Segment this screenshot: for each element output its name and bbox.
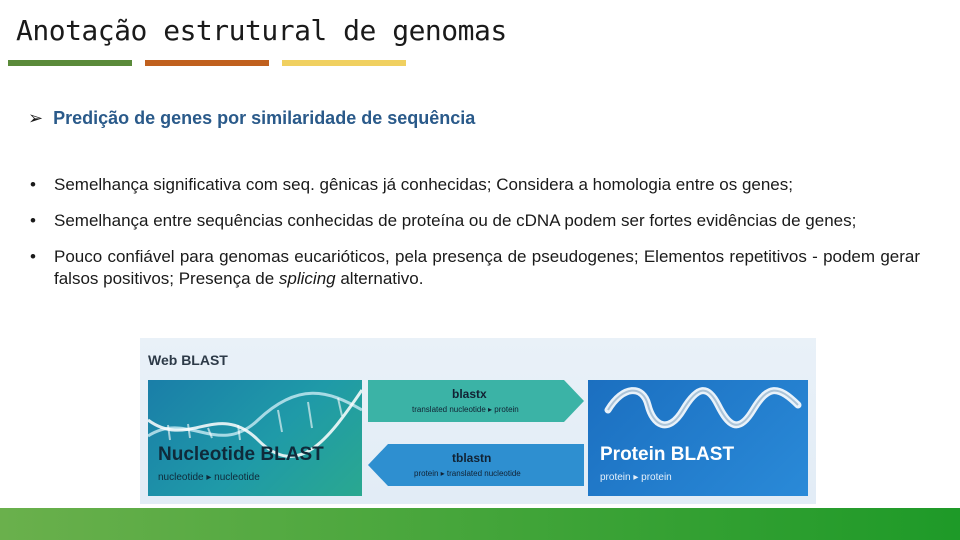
blastx-subtitle: translated nucleotide ▸ protein bbox=[412, 405, 519, 414]
protein-helix-icon bbox=[604, 387, 802, 429]
tblastn-title: tblastn bbox=[452, 451, 492, 465]
title-underline-orange bbox=[145, 60, 269, 66]
protein-blast-subtitle: protein ▸ protein bbox=[600, 472, 672, 483]
title-underline-yellow bbox=[282, 60, 406, 66]
nucleotide-blast-panel: Nucleotide BLAST nucleotide ▸ nucleotide bbox=[148, 380, 362, 496]
subheading-text: Predição de genes por similaridade de se… bbox=[53, 108, 476, 128]
bullet-item: Semelhança entre sequências conhecidas d… bbox=[28, 210, 920, 232]
blastx-arrow: blastx translated nucleotide ▸ protein bbox=[368, 380, 584, 422]
slide-title: Anotação estrutural de genomas bbox=[16, 14, 507, 47]
protein-blast-panel: Protein BLAST protein ▸ protein bbox=[588, 380, 808, 496]
bullet-item: Semelhança significativa com seq. gênica… bbox=[28, 174, 920, 196]
subheading: ➢ Predição de genes por similaridade de … bbox=[28, 108, 475, 129]
bottom-gradient-band bbox=[0, 508, 960, 540]
tblastn-arrow: tblastn protein ▸ translated nucleotide bbox=[368, 444, 584, 486]
tblastn-subtitle: protein ▸ translated nucleotide bbox=[414, 469, 521, 478]
web-blast-title: Web BLAST bbox=[148, 352, 228, 368]
arrow-bullet-icon: ➢ bbox=[28, 108, 44, 128]
title-underline-green bbox=[8, 60, 132, 66]
right-arrow-icon bbox=[368, 380, 584, 422]
bullet-text: Pouco confiável para genomas eucariótico… bbox=[54, 247, 920, 288]
bullet-list: Semelhança significativa com seq. gênica… bbox=[28, 174, 920, 304]
left-arrow-icon bbox=[368, 444, 584, 486]
bullet-text-italic: splicing bbox=[278, 269, 336, 288]
nucleotide-blast-subtitle: nucleotide ▸ nucleotide bbox=[158, 472, 260, 483]
blastx-title: blastx bbox=[452, 387, 487, 401]
web-blast-figure: Web BLAST Nucleotide BLAST nucleotide ▸ … bbox=[140, 338, 816, 504]
nucleotide-blast-title: Nucleotide BLAST bbox=[158, 444, 324, 465]
protein-blast-title: Protein BLAST bbox=[600, 444, 735, 465]
bullet-text: alternativo. bbox=[335, 269, 424, 288]
dna-helix-icon bbox=[148, 389, 362, 458]
bullet-item: Pouco confiável para genomas eucariótico… bbox=[28, 246, 920, 290]
